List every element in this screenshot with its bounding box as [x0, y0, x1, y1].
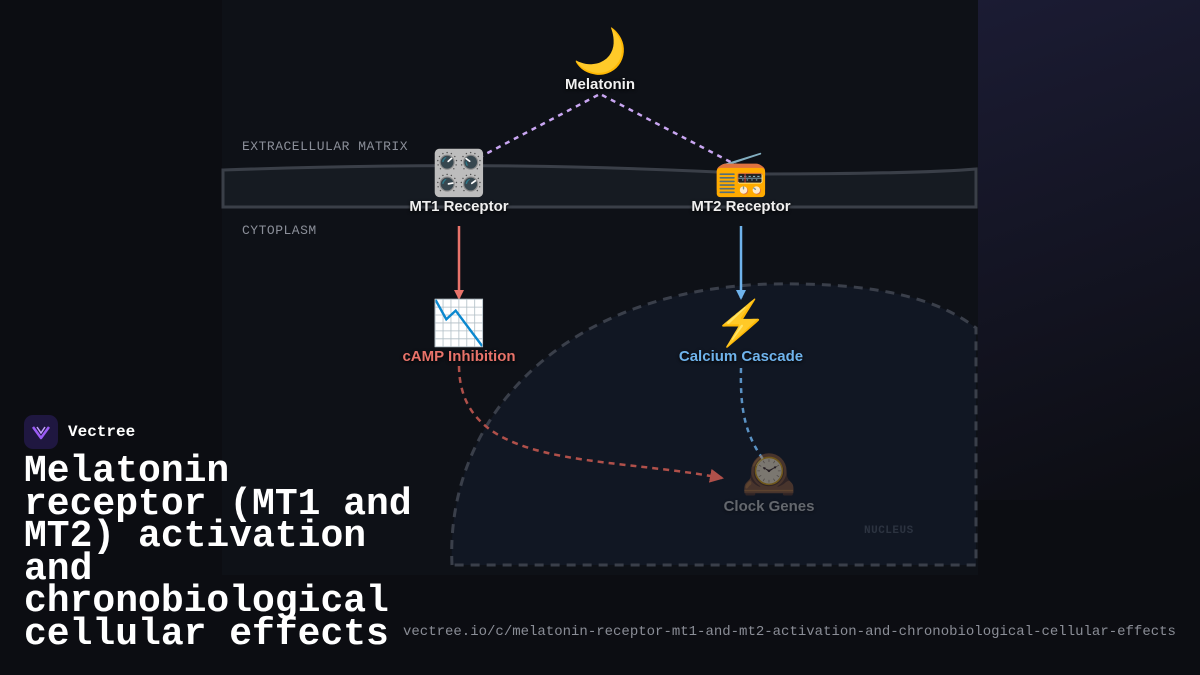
nucleus-boundary: [450, 282, 978, 567]
vectree-logo-icon: [24, 415, 58, 449]
crescent-moon-icon: 🌙: [572, 27, 628, 76]
melatonin-mt1-link: [477, 93, 599, 160]
clock-genes-label: Clock Genes: [723, 498, 815, 515]
mt1-receptor-label: MT1 Receptor: [409, 198, 509, 215]
page-title: Melatonin receptor (MT1 and MT2) activat…: [24, 450, 412, 656]
calcium-cascade-label: Calcium Cascade: [678, 348, 804, 365]
background-glow: [940, 0, 1200, 500]
mt1-receptor-node: 🎛️ MT1 Receptor: [409, 149, 509, 216]
extracellular-zone-label: EXTRACELLULAR MATRIX: [242, 139, 409, 154]
lightning-bolt-icon: ⚡: [713, 299, 769, 348]
camp-inhibition-node: 📉 cAMP Inhibition: [402, 299, 516, 366]
calcium-to-clock-arrow: [739, 367, 767, 463]
source-url[interactable]: vectree.io/c/melatonin-receptor-mt1-and-…: [403, 624, 1176, 640]
cell-membrane: [221, 164, 978, 209]
camp-inhibition-label: cAMP Inhibition: [402, 348, 516, 365]
clock-genes-node: 🕰️ Clock Genes: [723, 449, 815, 516]
melatonin-mt2-link: [601, 93, 743, 170]
mt2-receptor-node: 📻 MT2 Receptor: [691, 149, 791, 216]
calcium-cascade-node: ⚡ Calcium Cascade: [678, 299, 804, 366]
camp-to-clock-arrow: [457, 365, 724, 483]
melatonin-node: 🌙 Melatonin: [565, 27, 635, 94]
mt2-receptor-label: MT2 Receptor: [691, 198, 791, 215]
cytoplasm-zone-label: CYTOPLASM: [242, 223, 317, 238]
brand: Vectree: [24, 415, 135, 449]
mantelpiece-clock-icon: 🕰️: [741, 449, 797, 498]
control-knobs-icon: 🎛️: [431, 149, 487, 198]
radio-icon: 📻: [713, 149, 769, 198]
chart-decreasing-icon: 📉: [431, 299, 487, 348]
nucleus-zone-label: NUCLEUS: [864, 525, 914, 537]
brand-name: Vectree: [68, 423, 136, 441]
melatonin-label: Melatonin: [565, 76, 635, 93]
